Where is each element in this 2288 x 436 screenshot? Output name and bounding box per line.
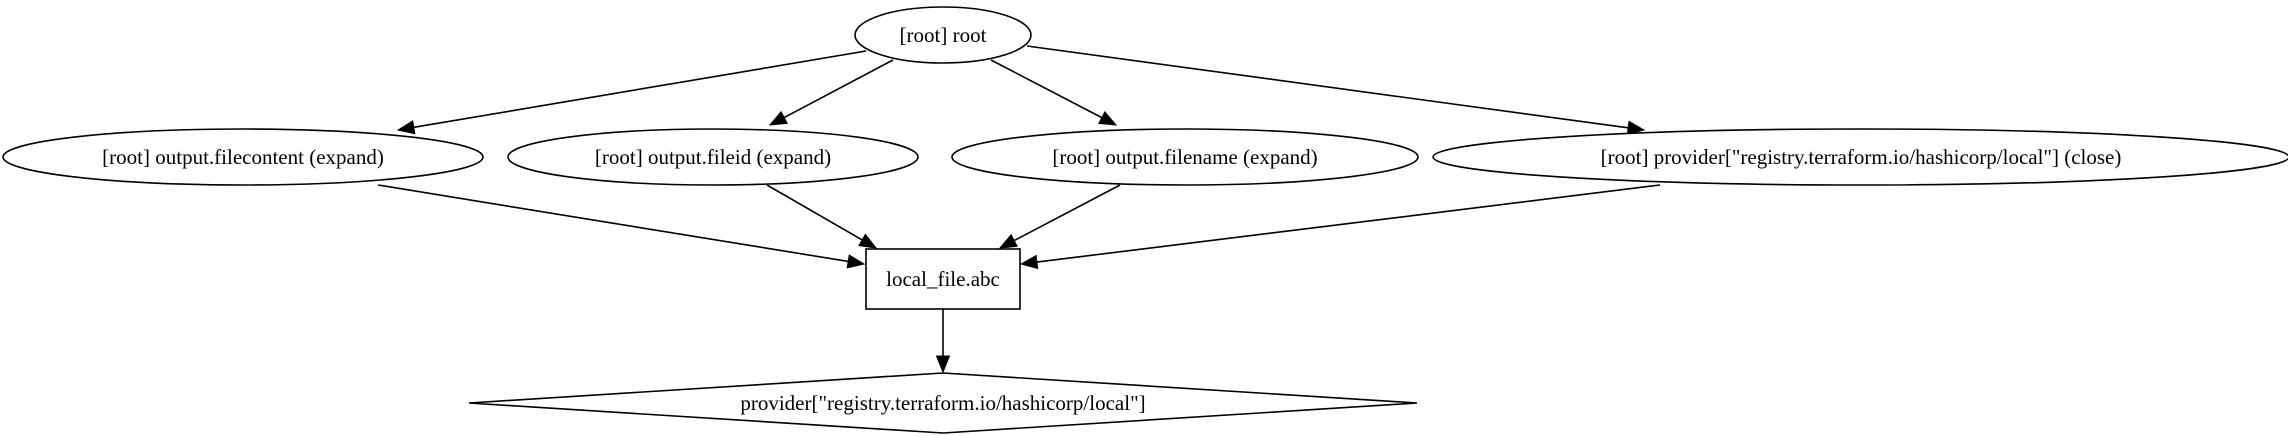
node-filename: [root] output.filename (expand): [951, 128, 1419, 186]
node-fileid: [root] output.fileid (expand): [507, 128, 919, 186]
edge-provider-close-to-local-file: [1019, 184, 1661, 270]
edge-line: [990, 59, 1103, 119]
node-shape: [865, 248, 1021, 310]
edge-line: [1036, 184, 1661, 263]
node-label: [root] output.fileid (expand): [595, 145, 831, 169]
arrowhead: [1019, 254, 1039, 270]
edge-root-to-fileid: [768, 59, 894, 126]
edge-root-to-filecontent: [396, 50, 867, 135]
arrowhead: [396, 120, 416, 135]
arrowhead: [998, 233, 1018, 249]
nodes-layer: [root] root [root] output.filecontent (ex…: [2, 6, 2288, 434]
node-provider: provider["registry.terraform.io/hashicor…: [468, 372, 1418, 434]
node-local-file: local_file.abc: [865, 248, 1021, 310]
edge-line: [377, 184, 849, 263]
node-shape: [468, 372, 1418, 434]
node-shape: [507, 128, 919, 186]
node-shape: [854, 6, 1032, 64]
edge-line: [413, 50, 867, 129]
node-shape: [951, 128, 1419, 186]
edge-filecontent-to-local-file: [377, 184, 866, 269]
edge-root-to-filename: [990, 59, 1118, 126]
node-label: [root] output.filename (expand): [1052, 145, 1317, 169]
edges-layer: [377, 45, 1661, 374]
edge-filename-to-local-file: [998, 184, 1121, 249]
edge-local-file-to-provider: [935, 309, 951, 374]
node-label: [root] root: [900, 23, 987, 47]
node-provider-close: [root] provider["registry.terraform.io/h…: [1432, 128, 2288, 186]
arrowhead: [1626, 120, 1646, 135]
node-label: local_file.abc: [886, 267, 1000, 291]
arrowhead: [846, 254, 866, 269]
arrowhead: [858, 233, 878, 249]
arrowhead: [935, 355, 951, 374]
node-shape: [1432, 128, 2288, 186]
node-label: [root] output.filecontent (expand): [102, 145, 384, 169]
node-filecontent: [root] output.filecontent (expand): [2, 128, 484, 186]
node-label: [root] provider["registry.terraform.io/h…: [1601, 145, 2122, 169]
edge-line: [1026, 45, 1629, 129]
node-root: [root] root: [854, 6, 1032, 64]
arrowhead: [768, 110, 788, 126]
edge-root-to-provider-close: [1026, 45, 1646, 135]
edge-line: [783, 59, 894, 119]
edge-line: [1013, 184, 1121, 242]
edge-line: [766, 184, 863, 241]
arrowhead: [1098, 110, 1118, 126]
node-shape: [2, 128, 484, 186]
edge-fileid-to-local-file: [766, 184, 878, 249]
node-label: provider["registry.terraform.io/hashicor…: [740, 391, 1145, 415]
